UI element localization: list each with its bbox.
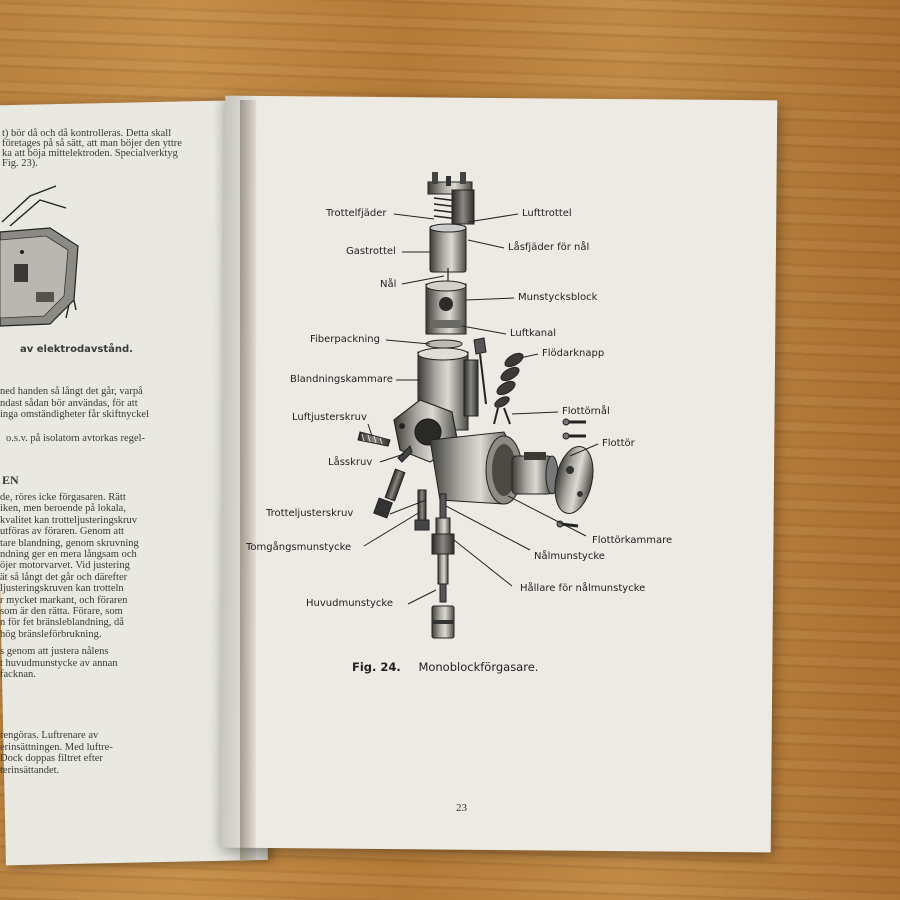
label-nal: Nål <box>380 279 397 290</box>
needle-jet-stack <box>431 493 455 639</box>
left-text-line: tare blandning, genom skruvning <box>0 537 139 549</box>
left-text-line: iken, men beroende på lokala, <box>0 503 126 515</box>
tickler-assembly <box>473 337 524 425</box>
throttle-adjust-screw <box>373 468 406 519</box>
left-text-line: ljusteringskruven kan trotteln <box>0 583 124 595</box>
left-text-line: rengöras. Luftrenare av <box>0 730 99 741</box>
figure-number: Fig. 24. <box>352 660 401 674</box>
label-flodarknapp: Flödarknapp <box>542 348 605 359</box>
left-text-line: erinsättningen. Med luftre- <box>0 741 113 753</box>
left-text-line: kvalitet kan trotteljusteringskruv <box>0 514 138 526</box>
left-text-line: inga omständigheter får skiftnyckel <box>0 409 149 420</box>
left-text-line: o.s.v. på isolatorn avtorkas regel- <box>6 433 145 444</box>
left-text-line: hög bränsleförbrukning. <box>0 628 102 640</box>
gas-throttle-slide <box>429 225 467 273</box>
label-lasskruv: Låsskruv <box>328 457 373 468</box>
left-text-line: öjer motorvarvet. Vid justering <box>0 560 130 572</box>
label-gastrottel: Gastrottel <box>346 246 396 257</box>
air-adjust-screw <box>357 431 391 447</box>
figure-caption: Fig. 24. Monoblockförgasare. <box>352 660 538 674</box>
mixing-chamber-body <box>393 347 523 505</box>
figure-title: Monoblockförgasare. <box>418 660 539 674</box>
left-text-line: ndning ger en mera långsam och <box>0 549 137 560</box>
left-text-line: terinsättandet. <box>0 764 60 776</box>
label-tomgangsmunstycke: Tomgångsmunstycke <box>246 542 352 553</box>
left-section-heading: EN <box>2 473 19 487</box>
leader-lines <box>363 213 599 605</box>
float-needle <box>503 407 511 425</box>
left-text-line: t) bör då och då kontrolleras. Detta ska… <box>2 128 172 139</box>
label-trottelfjader: Trottelfjäder <box>326 208 387 219</box>
label-hallare: Hållare för nålmunstycke <box>520 583 646 594</box>
label-flottorkammare: Flottörkammare <box>592 535 673 546</box>
label-nalmunstycke: Nålmunstycke <box>534 551 605 562</box>
pilot-jet <box>414 489 430 531</box>
left-text-line: företages på så sätt, att man böjer den … <box>2 138 182 149</box>
left-text-line: facknan. <box>0 669 36 680</box>
float-chamber-cover <box>554 446 594 514</box>
label-munstycksblock: Munstycksblock <box>518 292 598 303</box>
air-slide <box>451 189 475 225</box>
lock-screw <box>397 445 413 463</box>
float <box>511 452 559 495</box>
left-text-line: r mycket markant, och föraren <box>0 594 128 606</box>
left-text-line: t huvudmunstycke av annan <box>0 657 118 669</box>
jet-block <box>425 280 467 335</box>
left-text-line: Dock doppas filtret efter <box>0 753 103 764</box>
label-luftkanal: Luftkanal <box>510 328 556 339</box>
label-fiberpackning: Fiberpackning <box>310 334 380 345</box>
left-text-line: utföras av föraren. Genom att <box>0 526 124 538</box>
label-lufttrottel: Lufttrottel <box>522 208 572 219</box>
label-trotteljusterskruv: Trotteljusterskruv <box>266 508 354 519</box>
left-text-line: s genom att justera nålens <box>0 646 109 657</box>
label-flottornal: Flottörnål <box>562 406 610 417</box>
label-blandningskammare: Blandningskammare <box>290 374 393 385</box>
book-gutter <box>240 100 256 860</box>
label-flottor: Flottör <box>602 438 635 449</box>
label-huvudmunstycke: Huvudmunstycke <box>306 598 394 609</box>
left-text-line: ät så långt det går och därefter <box>0 571 128 583</box>
left-text-line: de, röres icke förgasaren. Rätt <box>0 492 126 503</box>
label-lasfjader: Låsfjäder för nål <box>508 242 590 253</box>
left-text-line: Fig. 23). <box>2 158 38 169</box>
throttle-spring <box>433 197 467 221</box>
left-text-line: ndast sådan bör användas, för att <box>0 397 138 409</box>
left-text-line: som är den rätta. Förare, som <box>0 606 123 617</box>
left-figure-caption: av elektrodavstånd. <box>20 344 133 355</box>
label-luftjusterskruv: Luftjusterskruv <box>292 412 367 423</box>
left-text-line: n för fet bränsleblandning, då <box>0 617 124 629</box>
left-text-line: ka att böja mittelektroden. Specialverkt… <box>2 148 178 159</box>
page-number: 23 <box>456 802 467 814</box>
left-text-line: ned handen så långt det går, varpå <box>0 386 143 397</box>
fiber-gasket <box>425 339 463 349</box>
